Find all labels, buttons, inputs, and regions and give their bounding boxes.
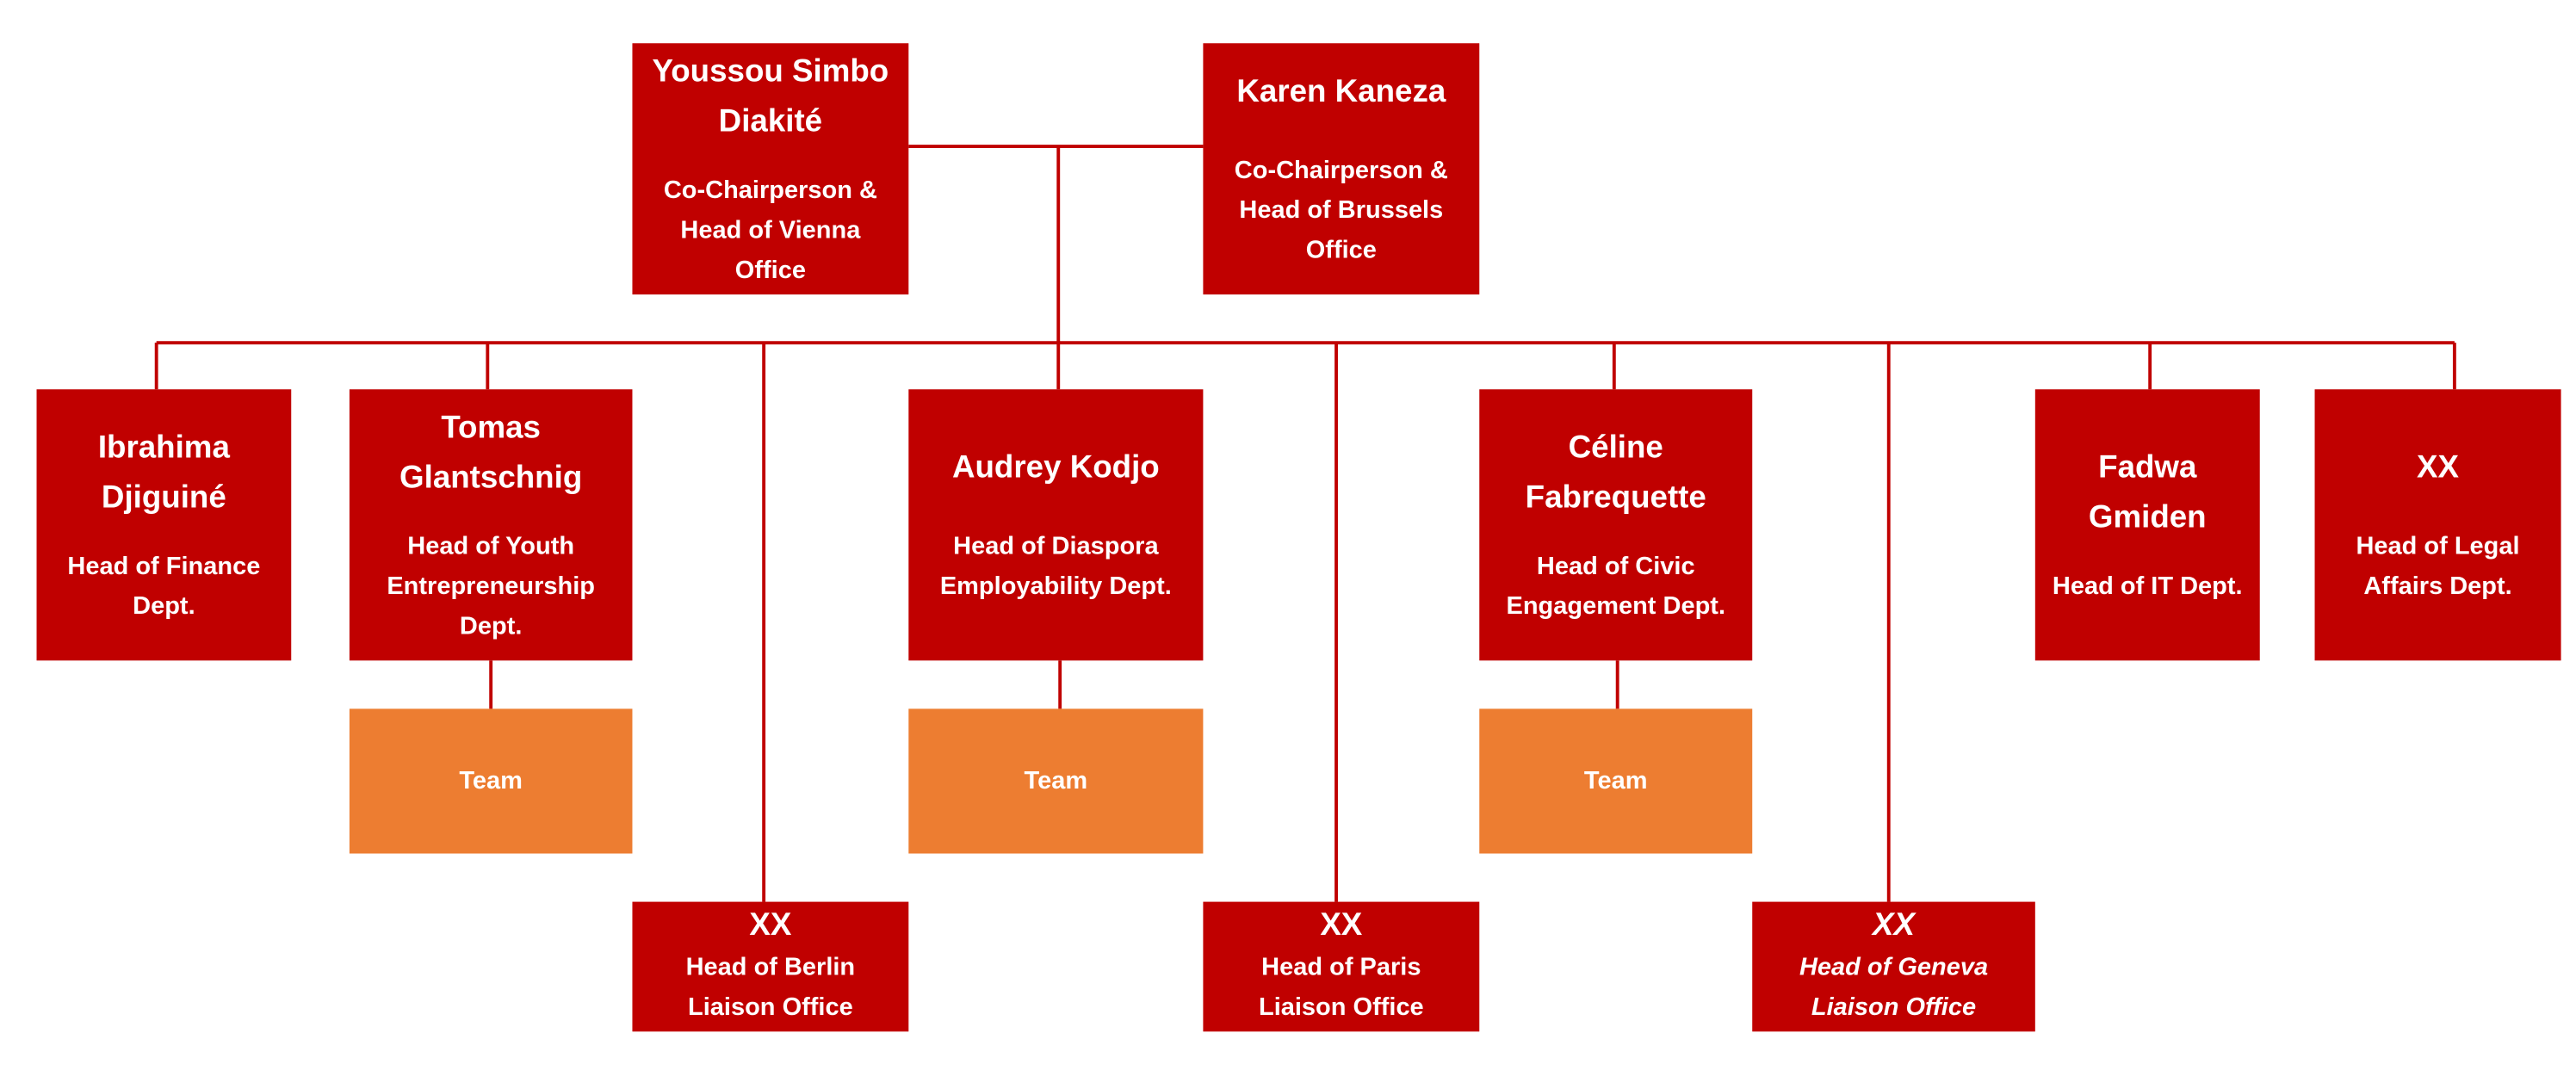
dept-box-finance: Ibrahima Djiguiné Head of Finance Dept. xyxy=(36,389,292,661)
person-role: Head of Youth Entrepreneurship Dept. xyxy=(387,531,596,640)
person-name: XX xyxy=(1320,908,1363,943)
person-name: Tomas Glantschnig xyxy=(399,410,583,496)
person-role: Head of Finance Dept. xyxy=(67,551,261,620)
dept-box-youth-entrepreneurship: Tomas Glantschnig Head of Youth Entrepre… xyxy=(349,389,633,661)
person-role: Head of Diaspora Employability Dept. xyxy=(939,531,1172,600)
person-name: XX xyxy=(1873,908,1916,943)
person-name: Céline Fabrequette xyxy=(1525,430,1706,516)
person-role: Head of Legal Affairs Dept. xyxy=(2356,531,2520,600)
person-role: Co-Chairperson & Head of Brussels Office xyxy=(1234,155,1448,264)
person-role: Head of Civic Engagement Dept. xyxy=(1506,551,1726,620)
team-box-diaspora: Team xyxy=(908,708,1204,854)
team-label: Team xyxy=(1024,767,1088,795)
liaison-box-berlin: XX Head of Berlin Liaison Office xyxy=(632,901,909,1032)
dept-box-diaspora-employability: Audrey Kodjo Head of Diaspora Employabil… xyxy=(908,389,1204,661)
person-name: XX xyxy=(749,908,792,943)
dept-box-legal-affairs: XX Head of Legal Affairs Dept. xyxy=(2314,389,2561,661)
co-chair-box-kaneza: Karen Kaneza Co-Chairperson & Head of Br… xyxy=(1203,43,1480,295)
person-role: Co-Chairperson & Head of Vienna Office xyxy=(663,175,877,284)
team-box-civic: Team xyxy=(1479,708,1753,854)
liaison-box-paris: XX Head of Paris Liaison Office xyxy=(1203,901,1480,1032)
person-role: Head of Geneva Liaison Office xyxy=(1799,953,1989,1022)
team-label: Team xyxy=(459,767,523,795)
person-name: Audrey Kodjo xyxy=(951,449,1160,486)
co-chair-box-diakite: Youssou Simbo Diakité Co-Chairperson & H… xyxy=(632,43,909,295)
liaison-box-geneva: XX Head of Geneva Liaison Office xyxy=(1752,901,2035,1032)
person-name: Ibrahima Djiguiné xyxy=(97,430,230,516)
dept-box-civic-engagement: Céline Fabrequette Head of Civic Engagem… xyxy=(1479,389,1753,661)
team-box-youth: Team xyxy=(349,708,633,854)
person-name: Youssou Simbo Diakité xyxy=(652,53,889,139)
person-role: Head of Paris Liaison Office xyxy=(1258,953,1424,1022)
person-role: Head of Berlin Liaison Office xyxy=(685,953,856,1022)
team-label: Team xyxy=(1583,767,1648,795)
person-role: Head of IT Dept. xyxy=(2052,571,2243,600)
person-name: XX xyxy=(2417,449,2460,486)
person-name: Karen Kaneza xyxy=(1236,74,1446,109)
dept-box-it: Fadwa Gmiden Head of IT Dept. xyxy=(2034,389,2260,661)
person-name: Fadwa Gmiden xyxy=(2088,449,2207,535)
